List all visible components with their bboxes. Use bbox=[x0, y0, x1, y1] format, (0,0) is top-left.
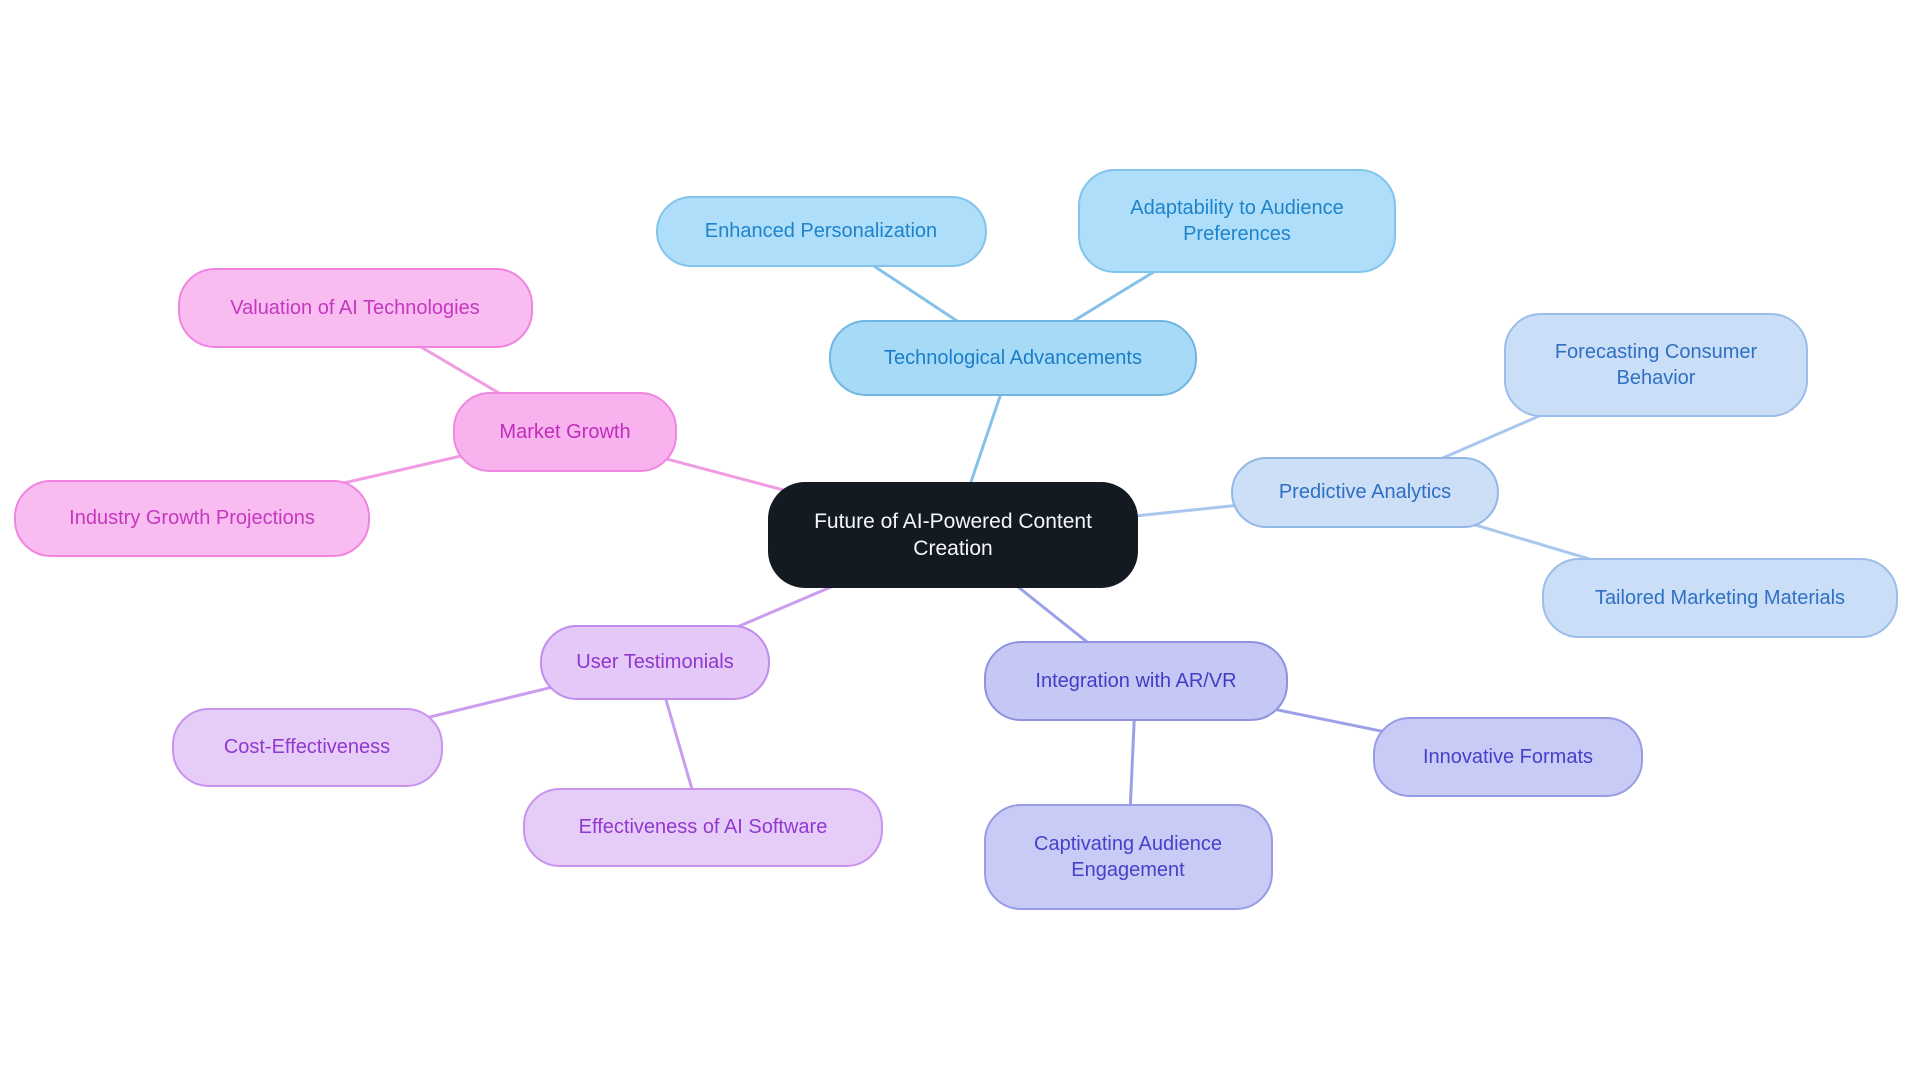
mindmap-node-technological-advancements[interactable]: Technological Advancements bbox=[829, 320, 1197, 396]
mindmap-node-market-growth[interactable]: Market Growth bbox=[453, 392, 677, 472]
mindmap-node-integration-with-ar-vr[interactable]: Integration with AR/VR bbox=[984, 641, 1288, 721]
mindmap-node-predictive-analytics[interactable]: Predictive Analytics bbox=[1231, 456, 1499, 528]
mindmap-node-adaptability-to-audience-preferences[interactable]: Adaptability to Audience Preferences bbox=[1078, 169, 1396, 273]
mindmap-node-root[interactable]: Future of AI-Powered Content Creation bbox=[768, 482, 1138, 588]
mindmap-node-enhanced-personalization[interactable]: Enhanced Personalization bbox=[655, 195, 987, 267]
mindmap-node-captivating-audience-engagement[interactable]: Captivating Audience Engagement bbox=[983, 804, 1273, 910]
mindmap-node-valuation-of-ai-technologies[interactable]: Valuation of AI Technologies bbox=[177, 268, 533, 348]
mindmap-node-effectiveness-of-ai-software[interactable]: Effectiveness of AI Software bbox=[523, 787, 883, 867]
mindmap-node-cost-effectiveness[interactable]: Cost-Effectiveness bbox=[171, 707, 443, 787]
mindmap-node-tailored-marketing-materials[interactable]: Tailored Marketing Materials bbox=[1542, 558, 1898, 638]
mindmap-node-user-testimonials[interactable]: User Testimonials bbox=[540, 624, 770, 700]
mindmap-node-forecasting-consumer-behavior[interactable]: Forecasting Consumer Behavior bbox=[1504, 313, 1808, 417]
mindmap-node-industry-growth-projections[interactable]: Industry Growth Projections bbox=[14, 479, 370, 557]
mindmap-node-innovative-formats[interactable]: Innovative Formats bbox=[1373, 717, 1643, 797]
